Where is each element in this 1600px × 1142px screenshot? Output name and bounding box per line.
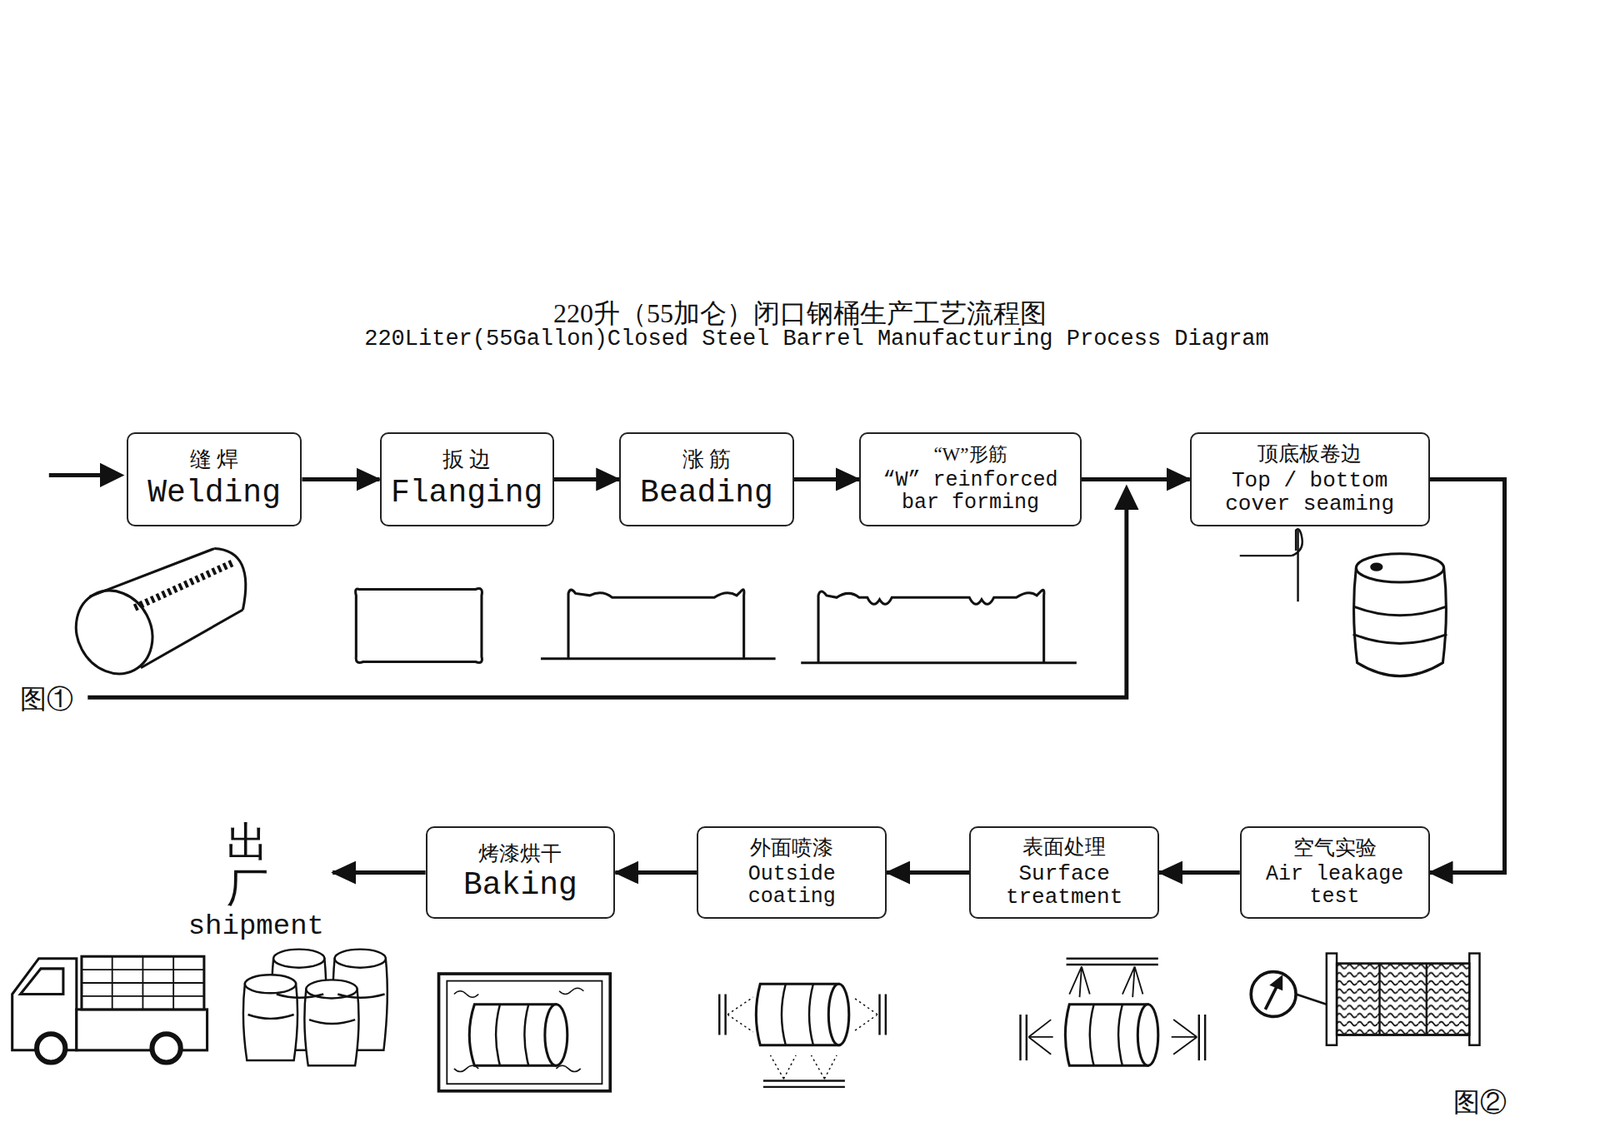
endpoint-label: 出 厂shipment [180, 824, 334, 940]
flow-arrow [301, 477, 380, 482]
steel-drum [1353, 554, 1448, 677]
subtitle: 220Liter(55Gallon)Closed Steel Barrel Ma… [364, 326, 1270, 352]
english-label: Outside coating [716, 863, 867, 910]
air-test-rig [1250, 954, 1480, 1046]
flow-arrow [615, 870, 697, 875]
process-box: “W”形筋 “W” reinforced bar forming [859, 432, 1082, 527]
flanged-shell [355, 589, 483, 664]
english-label: Beading [640, 475, 774, 511]
coating-sprayers [719, 984, 886, 1088]
chinese-label: 表面处理 [1022, 835, 1106, 860]
chinese-label: 涨 筋 [682, 448, 732, 473]
english-label: Air leakage test [1260, 863, 1410, 910]
flow-arrow [554, 477, 620, 482]
process-box: 扳 边Flanging [380, 432, 555, 527]
flow-arrow [794, 477, 860, 482]
figure-number: 图② [1453, 1085, 1507, 1122]
process-box: 顶底板卷边 Top / bottom cover seaming [1190, 432, 1430, 527]
process-box: 表面处理Surface treatment [969, 826, 1160, 920]
english-label: Baking [463, 868, 578, 904]
english-label: “W” reinforced bar forming [879, 469, 1062, 515]
process-box: 缝 焊Welding [126, 432, 303, 527]
english-label: shipment [188, 911, 325, 943]
flow-arrow [886, 870, 970, 875]
english-label: Flanging [390, 475, 543, 511]
chinese-label: 扳 边 [442, 448, 492, 473]
entry-arrow [49, 463, 125, 488]
process-box: 空气实验 Air leakage test [1240, 826, 1430, 920]
chinese-label: 外面喷漆 [750, 836, 834, 860]
chinese-label: 出 厂 [198, 820, 315, 912]
flow-arrow [1430, 479, 1505, 873]
english-label: Welding [147, 475, 281, 511]
process-box: 外面喷漆 Outside coating [696, 826, 887, 920]
beaded-shell [540, 590, 776, 660]
chinese-label: 缝 焊 [190, 448, 240, 473]
welded-cylinder [61, 549, 246, 688]
process-box: 烤漆烘干Baking [425, 826, 616, 920]
flow-arrow [332, 870, 425, 875]
figure-number: 图① [20, 681, 74, 719]
drum-cluster [243, 950, 388, 1067]
surface-treatment-sprayers [1020, 959, 1205, 1067]
truck [12, 956, 208, 1063]
w-bead-shell [800, 590, 1077, 663]
english-label: Top / bottom cover seaming [1210, 469, 1410, 517]
baking-oven [439, 974, 611, 1092]
process-box: 涨 筋Beading [619, 432, 794, 527]
flow-arrow [1081, 477, 1190, 482]
chinese-label: 顶底板卷边 [1257, 442, 1362, 466]
chinese-label: 空气实验 [1293, 836, 1377, 860]
chinese-label: 烤漆烘干 [478, 842, 562, 866]
flow-arrow [1159, 870, 1240, 875]
english-label: Surface treatment [989, 862, 1140, 910]
chinese-label: “W”形筋 [933, 444, 1007, 465]
seam-detail [1240, 529, 1303, 602]
